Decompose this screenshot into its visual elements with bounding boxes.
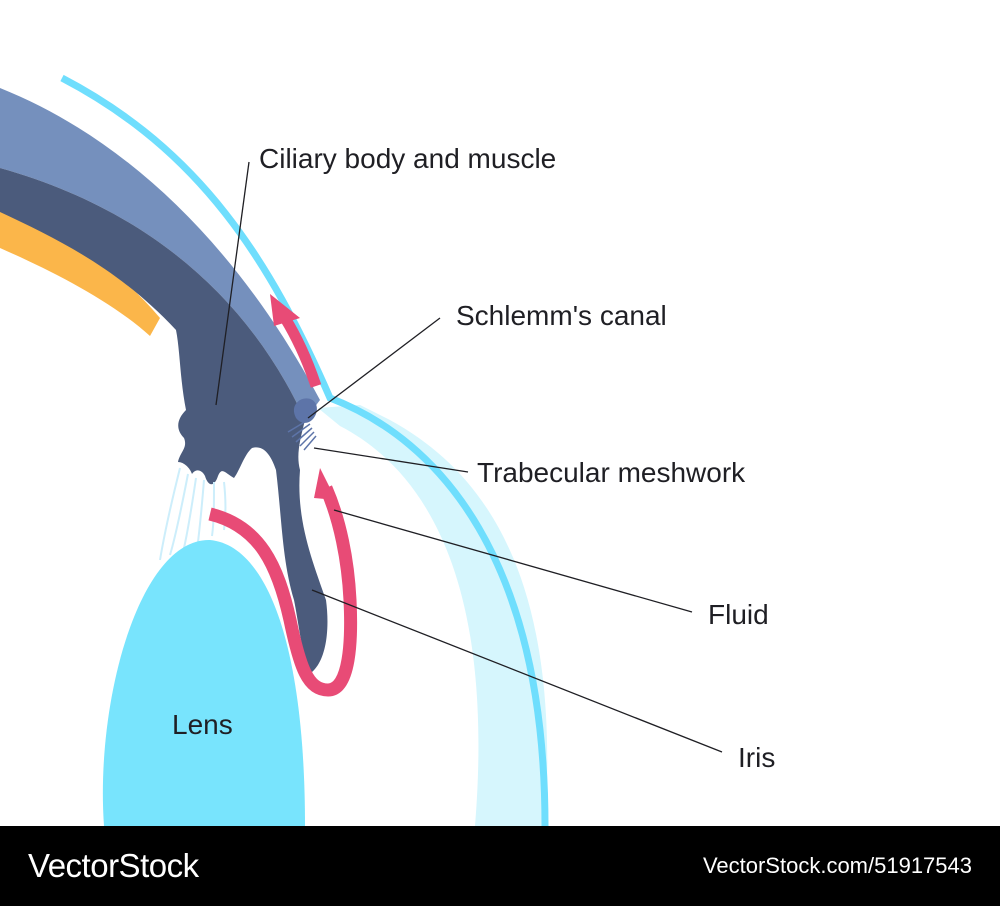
leader-fluid	[333, 509, 693, 613]
lens-shape	[102, 539, 305, 826]
leader-ciliary	[215, 161, 250, 406]
label-trabecular: Trabecular meshwork	[477, 457, 746, 488]
label-lens: Lens	[172, 709, 233, 740]
choroid-layer	[0, 205, 160, 336]
label-ciliary: Ciliary body and muscle	[259, 143, 556, 174]
eye-anterior-chamber-diagram: Ciliary body and muscle Schlemm's canal …	[0, 74, 775, 826]
cornea-outer-edge	[60, 74, 549, 826]
fluid-flow-upper	[280, 315, 322, 388]
leader-schlemm	[307, 317, 441, 419]
leader-iris	[311, 589, 723, 753]
trabecular-meshwork	[287, 419, 317, 451]
watermark-footer: VectorStock VectorStock.com/51917543	[0, 826, 1000, 906]
fluid-arrow-head-lower	[314, 468, 336, 500]
ciliary-upper-band	[0, 88, 320, 420]
leader-trabecular	[313, 447, 469, 473]
ciliary-body	[0, 168, 328, 672]
image-id: VectorStock.com/51917543	[702, 853, 972, 878]
fluid-flow-path	[208, 485, 358, 697]
schlemms-canal	[293, 398, 317, 423]
label-iris: Iris	[738, 742, 775, 773]
label-schlemm: Schlemm's canal	[456, 300, 667, 331]
fluid-arrow-head-upper	[270, 294, 300, 326]
label-fluid: Fluid	[708, 599, 769, 630]
cornea-band	[318, 405, 548, 826]
brand-logo: VectorStock	[28, 847, 199, 884]
